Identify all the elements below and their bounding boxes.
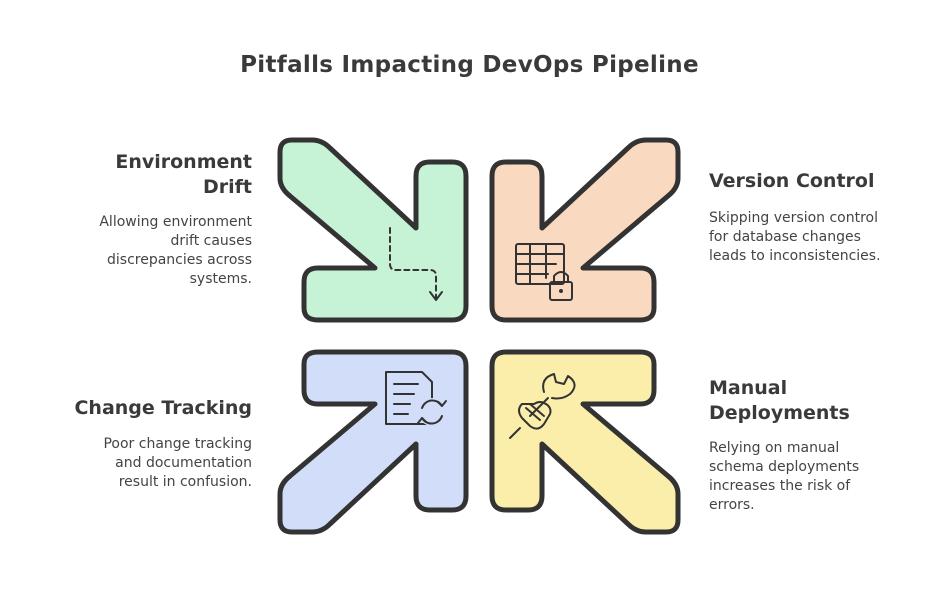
description-line: errors. <box>709 497 755 513</box>
arrow-outline <box>277 137 469 323</box>
description-line: Poor change tracking <box>103 436 252 452</box>
heading-manual-deployments: Manual Deployments <box>709 376 929 426</box>
arrow-version-control <box>489 137 681 323</box>
heading-environment-drift: Environment Drift <box>70 150 252 200</box>
heading-line: Deployments <box>709 402 850 424</box>
heading-line: Environment <box>115 151 252 173</box>
description-line: leads to inconsistencies. <box>709 248 881 264</box>
description-line: systems. <box>189 271 252 287</box>
description-line: and documentation <box>115 455 252 471</box>
table-lock-icon <box>515 243 573 301</box>
heading-change-tracking: Change Tracking <box>40 396 252 421</box>
description-environment-drift: Allowing environment drift causes discre… <box>52 213 252 289</box>
description-line: Allowing environment <box>99 214 252 230</box>
heading-line: Drift <box>202 176 252 198</box>
arrow-fill <box>492 140 678 320</box>
arrow-fill <box>280 352 466 532</box>
arrow-fill <box>492 352 678 532</box>
description-line: result in confusion. <box>118 474 252 490</box>
arrow-manual-deployments <box>489 349 681 535</box>
hand-wrench-icon <box>509 373 576 439</box>
description-change-tracking: Poor change tracking and documentation r… <box>52 435 252 492</box>
arrow-environment-drift <box>277 137 469 323</box>
heading-line: Manual <box>709 377 788 399</box>
description-version-control: Skipping version control for database ch… <box>709 209 934 266</box>
description-line: schema deployments <box>709 459 860 475</box>
description-manual-deployments: Relying on manual schema deployments inc… <box>709 439 934 515</box>
description-line: for database changes <box>709 229 861 245</box>
description-line: Relying on manual <box>709 440 840 456</box>
description-line: Skipping version control <box>709 210 879 226</box>
heading-version-control: Version Control <box>709 169 929 194</box>
arrow-change-tracking <box>277 349 469 535</box>
arrow-outline <box>489 137 681 323</box>
arrow-fill <box>280 140 466 320</box>
arrow-outline <box>277 349 469 535</box>
arrow-outline <box>489 349 681 535</box>
document-refresh-icon <box>385 371 447 426</box>
heading-line: Version Control <box>709 170 875 192</box>
description-line: discrepancies across <box>107 252 252 268</box>
page-title: Pitfalls Impacting DevOps Pipeline <box>240 52 699 78</box>
heading-line: Change Tracking <box>74 397 252 419</box>
description-line: increases the risk of <box>709 478 851 494</box>
description-line: drift causes <box>170 233 252 249</box>
dashed-path-arrow-icon <box>389 227 443 301</box>
